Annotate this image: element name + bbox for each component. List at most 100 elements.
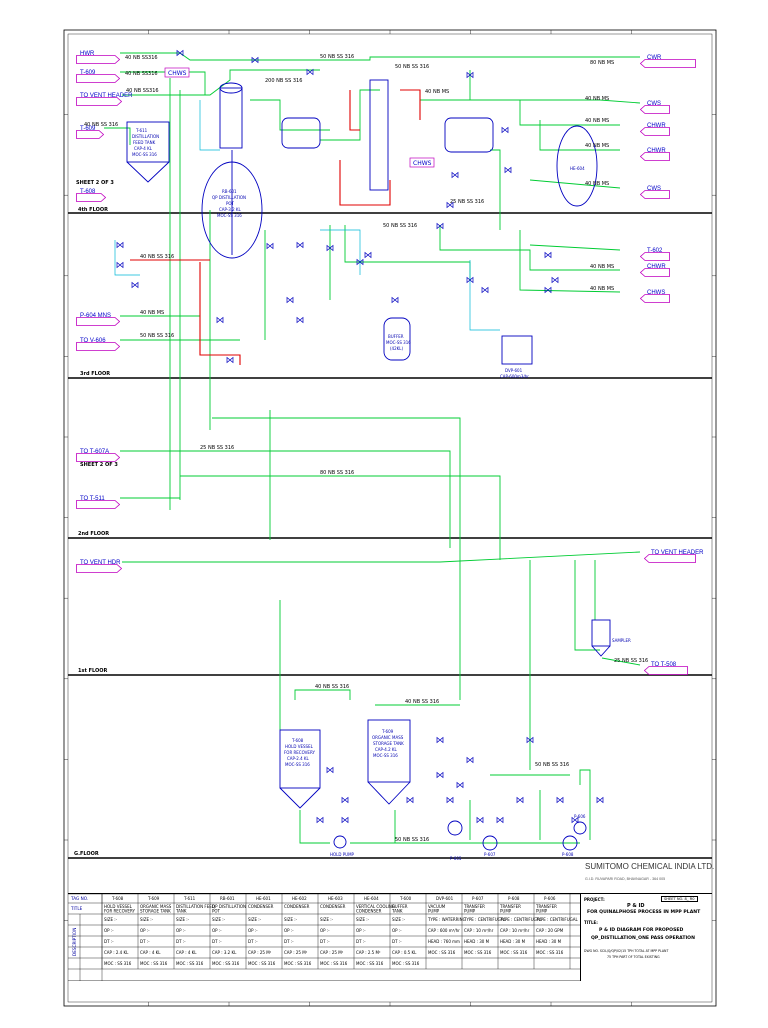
connector-right-6[interactable]: T-602 <box>639 246 670 261</box>
p605-label: P-605 <box>450 856 462 861</box>
spec-cap-2: CAP : 4 KL <box>176 950 197 955</box>
spec-dt-1: DT :- <box>140 939 150 944</box>
valve-symbol <box>116 241 124 249</box>
connector-left-9[interactable]: TO T-511 <box>76 494 121 509</box>
valve-symbol <box>296 316 304 324</box>
connector-right-2-shape <box>639 105 670 114</box>
valve-symbol <box>356 258 364 266</box>
buffer-line-1: MOC-SS 316 <box>386 340 411 345</box>
connector-right-9-shape <box>643 554 696 563</box>
pipe-label-p11: 40 NB MS <box>585 143 609 149</box>
spec-dt-4: DT :- <box>248 939 258 944</box>
spec-op-8: OP :- <box>392 928 402 933</box>
connector-right-2[interactable]: CWS <box>639 99 670 114</box>
title-line-2: QP_DISTILLATION_ONE PASS OPERATION <box>591 936 695 941</box>
connector-right-7[interactable]: CHWR <box>639 262 670 277</box>
connector-left-6[interactable]: P-604 MNS <box>76 311 121 326</box>
pipe-label-p24: 50 NB SS 316 <box>395 837 429 843</box>
tank-t611-cone <box>126 161 170 183</box>
connector-left-8-label: TO T-607A <box>80 448 110 455</box>
pipe-80nb <box>180 475 501 560</box>
pipe-label-p9: 40 NB MS <box>585 96 609 102</box>
connector-left-3-shape <box>76 97 123 106</box>
tank-t611 <box>126 121 170 163</box>
valve-symbol <box>504 166 512 174</box>
connector-right-5[interactable]: CWS <box>639 184 670 199</box>
pump-moc-0: MOC : SS 316 <box>428 950 456 955</box>
connector-left-2[interactable]: T-609 <box>76 68 121 83</box>
rb601-line-3: CAP-3.2 KL <box>219 207 242 212</box>
pump-type-0: TYPE : WATERRING <box>427 917 466 922</box>
pipe-to-buffer <box>344 225 471 280</box>
spec-op-4: OP :- <box>248 928 258 933</box>
spec-size-8: SIZE :- <box>392 917 406 922</box>
connector-right-1[interactable]: CWR <box>639 53 696 68</box>
spec-size-2: SIZE :- <box>176 917 190 922</box>
connector-right-4-label: CHWR <box>647 147 666 154</box>
spec-size-0: SIZE :- <box>104 917 118 922</box>
rb601-line-2: POT <box>226 201 235 206</box>
pipe-label-p12: 40 NB MS <box>585 181 609 187</box>
connector-right-10[interactable]: TO T-508 <box>643 660 688 675</box>
pump-p606 <box>573 821 587 835</box>
valve-symbol <box>501 126 509 134</box>
tank-t609 <box>367 719 411 783</box>
spec-cap-7: CAP : 2.5 M² <box>356 950 381 955</box>
valve-symbol <box>456 781 464 789</box>
column-top <box>219 87 243 149</box>
spec-cap-8: CAP : 0.5 KL <box>392 950 417 955</box>
rb601-line-0: RB-601 <box>222 189 237 194</box>
spec-moc-5: MOC : SS 316 <box>284 961 312 966</box>
pipe-label-p17: 40 NB MS <box>590 264 614 270</box>
pipe-t608-top <box>294 689 351 700</box>
buffer-line-0: BUFFER <box>388 334 404 339</box>
connector-left-4[interactable]: T-609 <box>76 124 105 139</box>
valve-symbol <box>341 816 349 824</box>
connector-right-3[interactable]: CHWR <box>639 121 670 136</box>
t608-line-1: HOLD VESSEL <box>285 744 314 749</box>
sampler-body <box>591 619 611 647</box>
valve-symbol <box>364 251 372 259</box>
t608-line-0: T-608 <box>291 738 304 743</box>
connector-right-4[interactable]: CHWR <box>639 146 670 161</box>
valve-symbol <box>466 276 474 284</box>
connector-left-7[interactable]: TO V-606 <box>76 336 121 351</box>
valve-symbol <box>526 736 534 744</box>
spec-size-5: SIZE :- <box>284 917 298 922</box>
connector-right-7-label: CHWR <box>647 263 666 270</box>
pump-moc-1: MOC : SS 316 <box>464 950 492 955</box>
connector-left-5[interactable]: T-608 <box>76 187 107 202</box>
connector-left-3[interactable]: TO VENT HEADER <box>76 91 132 106</box>
connector-left-5-label: T-608 <box>80 188 96 195</box>
connector-right-9[interactable]: TO VENT HEADER <box>643 548 703 563</box>
valve-symbol <box>544 251 552 259</box>
connector-right-8-shape <box>639 294 670 303</box>
connector-left-5-shape <box>76 193 107 202</box>
pipe-label-p13: 40 NB SS 316 <box>84 122 118 128</box>
description-label: DESCRIPTION <box>72 928 77 956</box>
inline-tags: CHWS CHWS <box>164 67 435 168</box>
drawing-inner-border <box>67 33 713 1003</box>
spec-moc-0: MOC : SS 316 <box>104 961 132 966</box>
connector-left-8[interactable]: TO T-607A <box>76 447 121 462</box>
valve-symbol <box>516 796 524 804</box>
pump-cap-0: CAP : 600 m³/hr <box>428 928 460 933</box>
pipe-label-p1: 40 NB SS316 <box>125 55 158 61</box>
connector-left-1[interactable]: HWR <box>76 49 121 64</box>
valve-symbol <box>131 281 139 289</box>
spec-moc-7: MOC : SS 316 <box>356 961 384 966</box>
connector-right-8-label: CHWS <box>647 289 666 296</box>
floor-label-4th: 4th FLOOR <box>78 207 108 213</box>
pipe-right-3 <box>539 120 620 151</box>
pump-moc-3: MOC : SS 316 <box>536 950 564 955</box>
connector-left-10[interactable]: TO VENT HDR <box>76 558 123 573</box>
utility-line-4 <box>320 229 361 275</box>
schedule-tag-7: HE-604 <box>364 896 379 901</box>
connector-right-8[interactable]: CHWS <box>639 288 670 303</box>
connector-left-7-label: TO V-606 <box>80 337 106 344</box>
spec-cap-6: CAP : 25 M² <box>320 950 344 955</box>
